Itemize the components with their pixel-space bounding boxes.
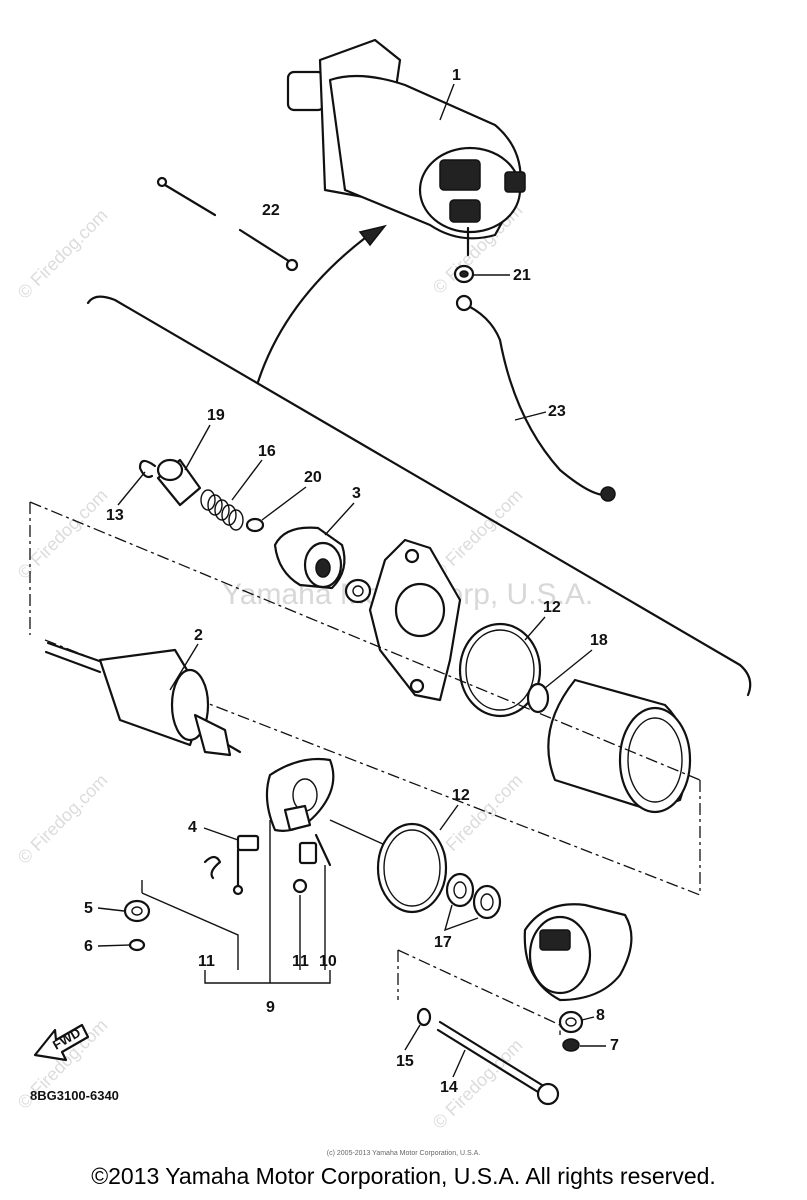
spring [200, 489, 244, 531]
collar [156, 458, 202, 507]
leader-17 [443, 904, 479, 932]
callout-18: 18 [590, 632, 608, 649]
washer-15 [416, 1007, 432, 1027]
brush-10 [292, 833, 332, 894]
callout-15: 15 [396, 1053, 414, 1070]
nut-5 [123, 899, 151, 923]
callout-14: 14 [440, 1079, 458, 1096]
callouts: 1 22 21 23 19 16 20 3 13 12 18 2 4 5 6 1… [84, 67, 619, 1096]
watermark-side-6: © Firedog.com [429, 485, 527, 583]
washer-20 [245, 517, 265, 533]
callout-9: 9 [266, 999, 275, 1016]
washer-6 [128, 938, 146, 952]
callout-2: 2 [194, 627, 203, 644]
brush-spring-left [203, 855, 222, 880]
callout-1: 1 [452, 67, 461, 84]
callout-12-bottom: 12 [452, 787, 470, 804]
small-copyright: (c) 2005-2013 Yamaha Motor Corporation, … [326, 1150, 481, 1157]
brush-holder-plate [265, 757, 335, 832]
o-ring-upper [458, 622, 542, 718]
nut-8 [558, 1010, 584, 1034]
nut-7 [562, 1038, 580, 1052]
callout-11-left: 11 [198, 953, 215, 970]
callout-16: 16 [258, 443, 276, 460]
o-ring-lower [376, 822, 448, 914]
bracket-11-left [141, 880, 239, 970]
leader-plate [329, 819, 386, 846]
watermark-side-2: © Firedog.com [14, 485, 112, 583]
guide-line-top [29, 501, 701, 781]
assembly-arrow-line [256, 236, 367, 384]
callout-19: 19 [207, 407, 225, 424]
cable-part-b [238, 228, 297, 267]
callout-22: 22 [262, 202, 280, 219]
callout-21: 21 [513, 267, 531, 284]
callout-8: 8 [596, 1007, 605, 1024]
watermark-side-1: © Firedog.com [14, 205, 112, 303]
callout-6: 6 [84, 938, 93, 955]
copyright-notice: ©2013 Yamaha Motor Corporation, U.S.A. A… [91, 1163, 716, 1189]
exploded-view-bracket [86, 295, 752, 697]
rear-cover [523, 903, 633, 1002]
starter-clutch [273, 526, 346, 590]
washer-17-a [445, 872, 475, 908]
callout-12-top: 12 [543, 599, 561, 616]
callout-4: 4 [188, 819, 197, 836]
washer-17-b [472, 884, 502, 920]
callout-10: 10 [319, 953, 337, 970]
watermark-side-3: © Firedog.com [14, 770, 112, 868]
cable-part-a [158, 180, 217, 217]
starter-motor-assembly [286, 38, 526, 257]
bracket-9 [204, 970, 331, 984]
callout-20: 20 [304, 469, 322, 486]
callout-17: 17 [434, 934, 452, 951]
yoke [547, 678, 692, 814]
armature [44, 641, 242, 757]
washer-18 [526, 682, 550, 714]
callout-7: 7 [610, 1037, 619, 1054]
callout-5: 5 [84, 900, 93, 917]
circlip [138, 459, 157, 479]
callout-3: 3 [352, 485, 361, 502]
long-bolt [436, 1020, 560, 1106]
lead-wire [460, 301, 607, 497]
front-cover [368, 538, 462, 702]
callout-23: 23 [548, 403, 566, 420]
nut-21 [453, 264, 475, 284]
callout-13: 13 [106, 507, 124, 524]
forward-direction-arrow: FWD [33, 1023, 90, 1062]
brush-4 [232, 834, 260, 896]
assembly-arrow-head [358, 224, 387, 247]
callout-11-right: 11 [292, 953, 309, 970]
diagram-code: 8BG3100-6340 [30, 1088, 119, 1103]
